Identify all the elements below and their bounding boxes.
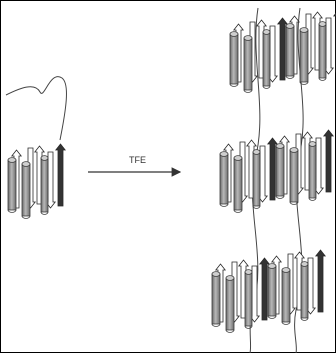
helix-cylinder <box>233 155 243 213</box>
aggregated-fibril <box>211 7 336 353</box>
helix-cylinder <box>211 271 221 327</box>
helix-cylinder <box>243 35 253 93</box>
helix-cylinder <box>7 157 17 213</box>
dark-beta-strand <box>314 249 327 313</box>
helix-cylinder <box>267 263 277 319</box>
folded-monomer <box>5 76 67 219</box>
protein-unit <box>229 17 289 93</box>
helix-cylinder <box>300 261 309 321</box>
dark-beta-strand <box>276 17 289 81</box>
dark-beta-strand <box>322 129 335 193</box>
arrow-label: TFE <box>129 155 146 165</box>
helix-cylinder <box>299 27 309 85</box>
helix-cylinder <box>225 275 235 333</box>
dark-beta-strand <box>266 137 279 201</box>
protein-unit <box>285 11 336 85</box>
helix-cylinder <box>219 151 229 207</box>
protein-unit <box>275 129 335 205</box>
connecting-loop <box>5 76 67 141</box>
helix-cylinder <box>275 143 285 199</box>
protein-unit <box>7 143 67 219</box>
helix-cylinder <box>252 149 261 209</box>
protein-unit <box>267 249 327 325</box>
helix-cylinder <box>262 29 271 89</box>
helix-cylinder <box>285 23 295 79</box>
dark-beta-strand <box>258 257 271 321</box>
helix-cylinder <box>244 269 253 329</box>
helix-cylinder <box>21 161 31 219</box>
helix-cylinder <box>40 155 49 215</box>
dark-beta-strand <box>54 143 67 207</box>
helix-cylinder <box>229 31 239 87</box>
protein-unit <box>219 137 279 213</box>
helix-cylinder <box>318 21 327 81</box>
helix-cylinder <box>308 141 317 201</box>
protein-unit <box>211 257 271 333</box>
helix-cylinder <box>281 267 291 325</box>
helix-cylinder <box>289 147 299 205</box>
